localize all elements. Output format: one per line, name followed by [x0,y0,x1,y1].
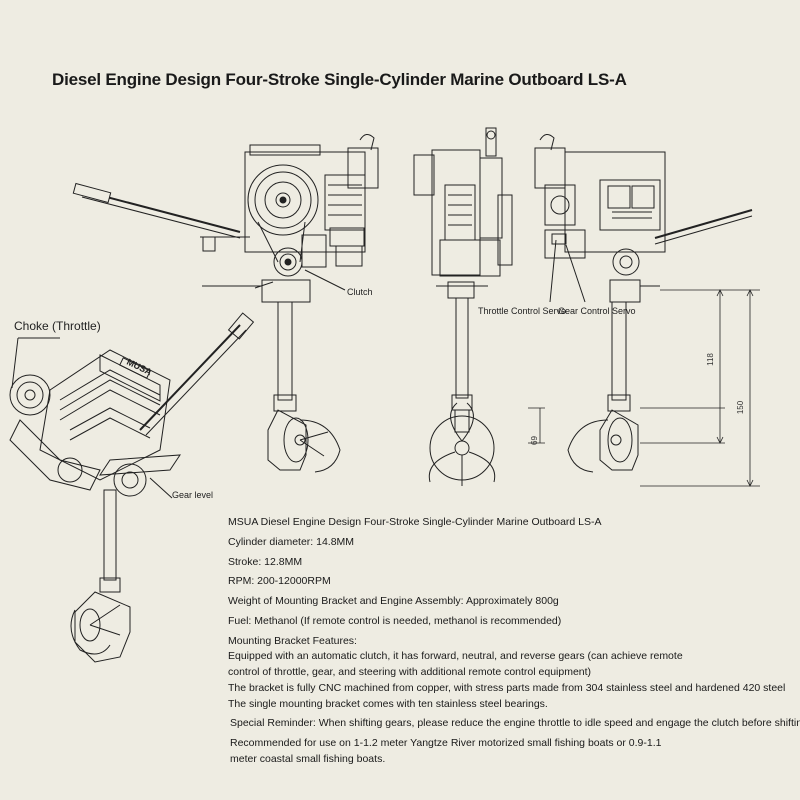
spec-bracket-heading: Mounting Bracket Features: [228,634,357,647]
spec-cylinder-diameter: Cylinder diameter: 14.8MM [228,535,355,548]
clutch-label: Clutch [347,287,373,297]
specifications: MSUA Diesel Engine Design Four-Stroke Si… [228,515,800,768]
spec-bracket-remote: control of throttle, gear, and steering … [228,666,592,678]
dimension-69: 69 [529,436,539,445]
gear-servo-label: Gear Control Servo [558,306,636,316]
spec-rpm: RPM: 200-12000RPM [228,575,331,588]
spec-bracket-bearings: The single mounting bracket comes with t… [228,697,548,710]
choke-label: Choke (Throttle) [14,319,101,333]
front-view-engine [413,127,513,486]
dimension-lines [528,289,760,487]
spec-title: MSUA Diesel Engine Design Four-Stroke Si… [228,516,602,528]
page-title: Diesel Engine Design Four-Stroke Single-… [52,70,627,89]
dimension-150: 150 [736,400,746,415]
spec-bracket-material: The bracket is fully CNC machined from c… [228,681,786,694]
spec-recommended-use-cont: meter coastal small fishing boats. [230,752,386,765]
spec-special-reminder: Special Reminder: When shifting gears, p… [230,717,800,730]
dimension-118: 118 [705,353,715,366]
spec-bracket-clutch: Equipped with an automatic clutch, it ha… [228,650,683,663]
spec-recommended-use: Recommended for use on 1-1.2 meter Yangt… [230,737,662,749]
spec-fuel: Fuel: Methanol (If remote control is nee… [228,614,562,627]
rear-side-view-engine [534,134,753,473]
spec-stroke: Stroke: 12.8MM [228,555,303,568]
throttle-servo-label: Throttle Control Servo [478,306,567,316]
side-view-engine [72,134,379,473]
spec-weight: Weight of Mounting Bracket and Engine As… [228,595,559,607]
isometric-view-engine [9,312,255,663]
gear-level-label: Gear level [172,490,214,500]
